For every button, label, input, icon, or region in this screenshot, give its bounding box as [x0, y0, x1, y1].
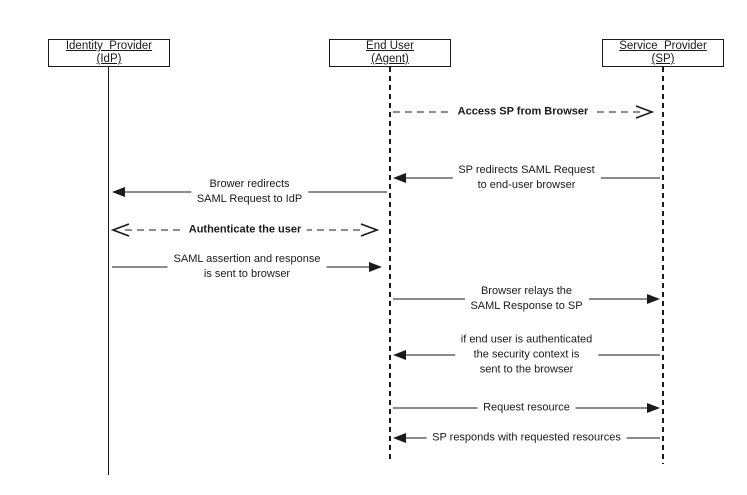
message-label: if end user is authenticated the security…	[454, 332, 599, 378]
message-label-line: SP redirects SAML Request	[458, 164, 595, 176]
message-label-line: Browser relays the	[480, 285, 573, 297]
message-label-line: Request resource	[483, 401, 570, 414]
filled-arrowhead-icon	[647, 403, 660, 413]
actor-label: Identity Provider	[65, 40, 153, 52]
filled-arrowhead-icon	[369, 262, 382, 272]
actor-label: (IdP)	[96, 53, 122, 65]
actor-box-end-user: End User(Agent)	[329, 39, 451, 67]
actor-label: (SP)	[651, 53, 675, 65]
lifeline-sp	[662, 67, 664, 464]
message-label-line: to end-user browser	[477, 179, 576, 191]
actor-box-idp: Identity Provider(IdP)	[48, 39, 170, 67]
message-label-line: SAML assertion and response	[173, 253, 321, 265]
message-label-line: sent to the browser	[479, 363, 574, 376]
message-label: Request resource	[477, 400, 576, 416]
open-arrowhead-icon	[111, 223, 131, 237]
message-label-line: SP responds with requested resources	[432, 431, 621, 444]
message-label: SAML assertion and response is sent to br…	[167, 252, 327, 282]
actor-box-sp: Service Provider(SP)	[602, 39, 724, 67]
open-arrowhead-icon	[634, 105, 654, 119]
lifeline-idp	[108, 67, 109, 475]
message-label: SP redirects SAML Request to end-user bro…	[452, 163, 601, 193]
lifeline-end-user	[389, 67, 391, 463]
message-label: Authenticate the user	[182, 222, 308, 238]
message-label-line: Access SP from Browser	[457, 105, 589, 118]
open-arrowhead-icon	[359, 223, 379, 237]
filled-arrowhead-icon	[393, 173, 406, 183]
filled-arrowhead-icon	[393, 433, 406, 443]
actor-label: End User	[366, 40, 414, 52]
message-label-line: if end user is authenticated	[460, 333, 593, 346]
actor-label: (Agent)	[371, 53, 409, 65]
message-label-line: SAML Request to IdP	[196, 193, 303, 205]
filled-arrowhead-icon	[647, 294, 660, 304]
filled-arrowhead-icon	[112, 187, 125, 197]
message-label: Access SP from Browser	[451, 104, 595, 120]
message-label-line: the security context is	[473, 348, 580, 361]
message-label-line: is sent to browser	[203, 268, 291, 280]
message-label-line: SAML Response to SP	[470, 300, 583, 312]
message-label: SP responds with requested resources	[426, 430, 627, 446]
filled-arrowhead-icon	[393, 350, 406, 360]
message-label-line: Brower redirects	[209, 178, 290, 190]
actor-label: Service Provider	[619, 40, 707, 52]
message-label-line: Authenticate the user	[188, 223, 302, 236]
